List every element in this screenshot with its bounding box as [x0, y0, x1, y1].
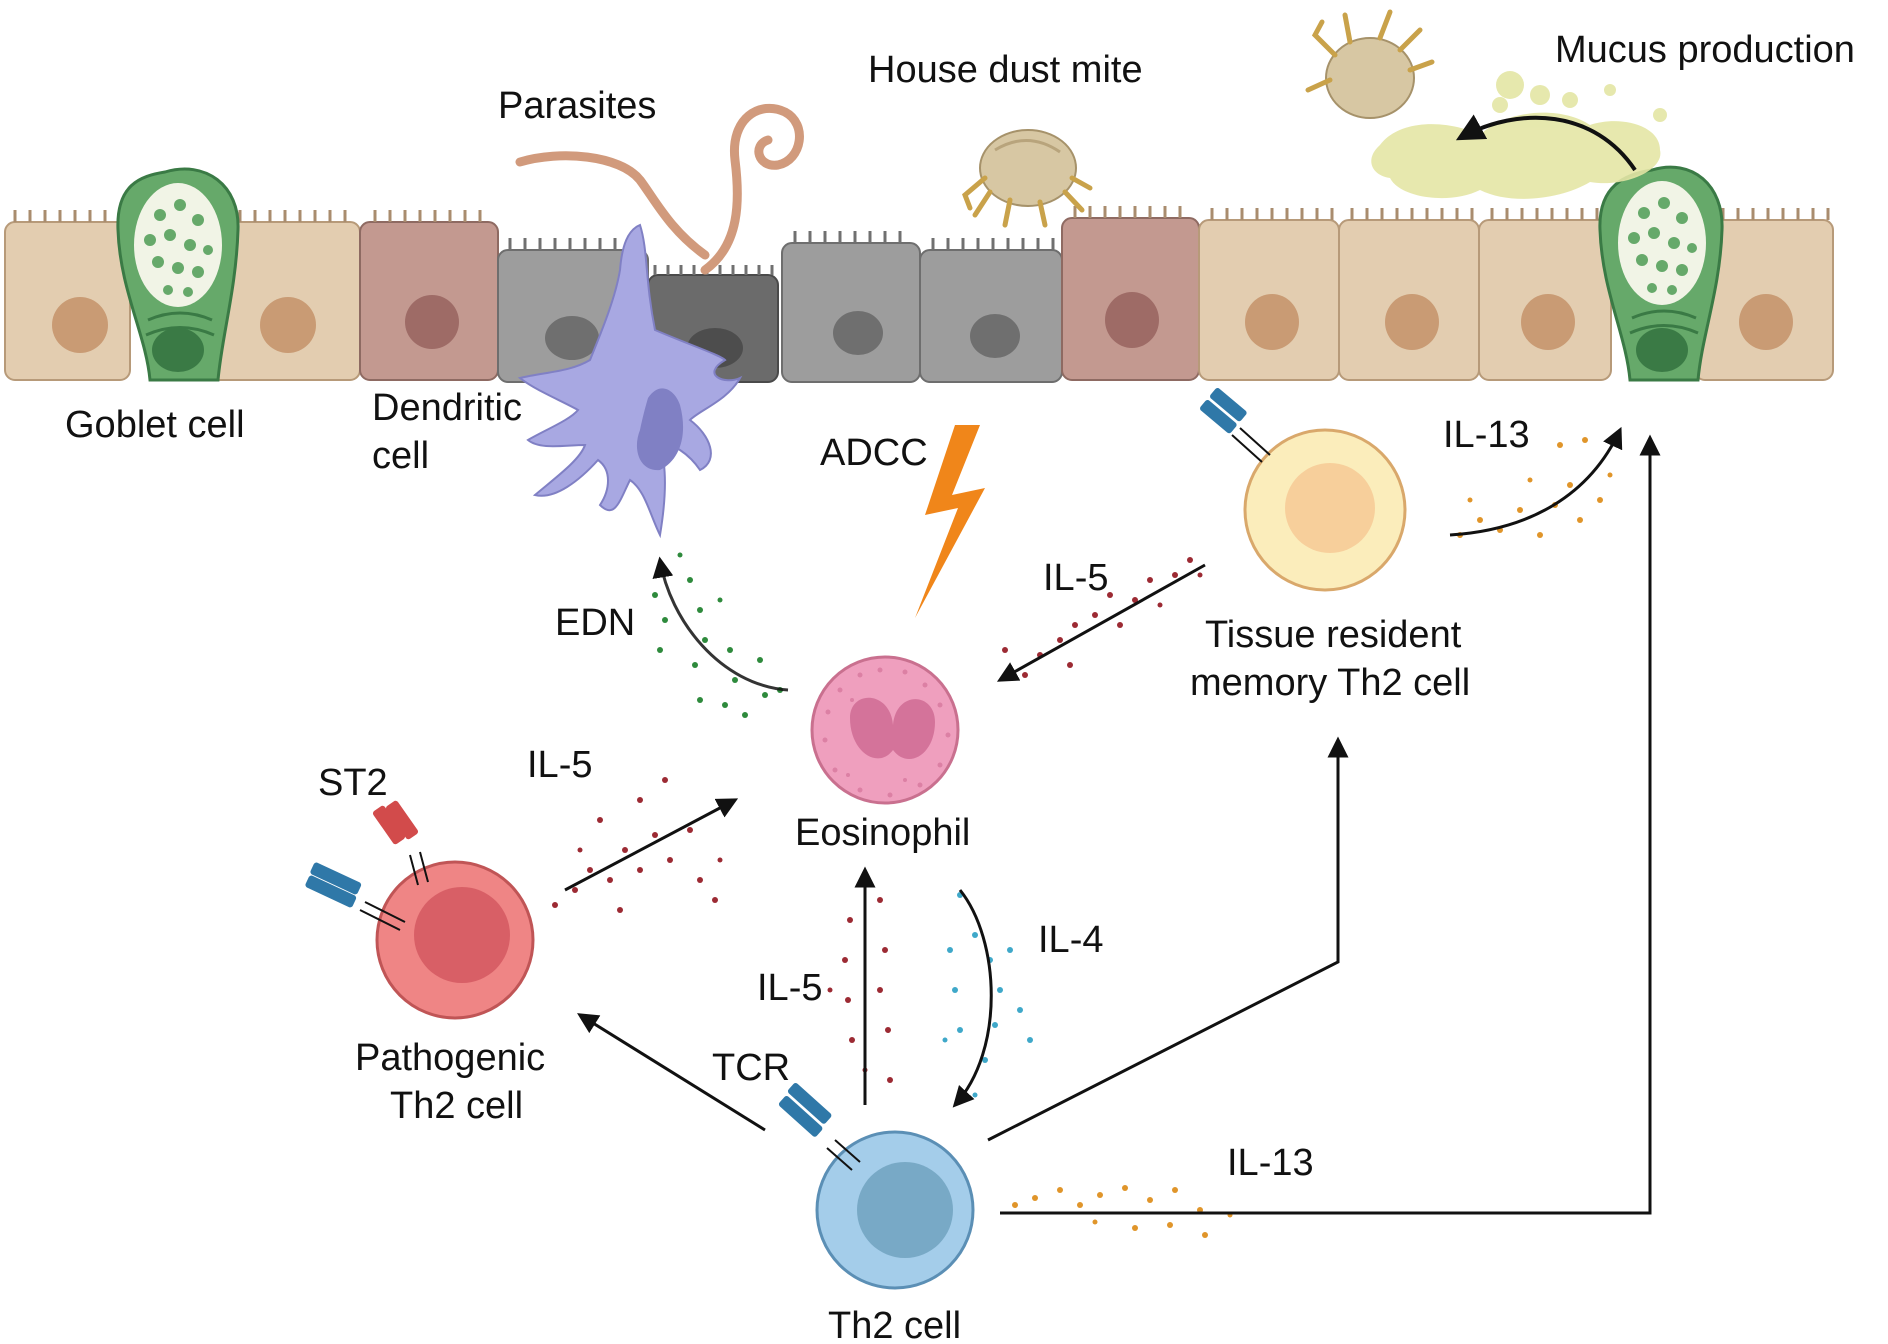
epithelial-cell-reddish — [1061, 217, 1200, 381]
th2-to-mucus-arrow — [1000, 434, 1661, 1215]
receptor-icon — [305, 862, 406, 931]
goblet-cell-icon — [1598, 165, 1724, 382]
receptor-icon — [1200, 388, 1271, 463]
label-dendritic-cell-line2: cell — [372, 435, 429, 477]
il5-trm-arrow — [996, 563, 1206, 682]
epithelial-cell-grey — [781, 242, 921, 383]
mucus-arrow — [1455, 114, 1637, 172]
label-il13-trm: IL-13 — [1443, 414, 1530, 456]
epithelium-layer — [4, 165, 1834, 383]
il4-dots — [942, 892, 1033, 1098]
epithelial-cell-reddish — [359, 221, 499, 381]
epithelial-cell — [4, 221, 131, 381]
tissue-resident-memory-th2-cell — [1243, 428, 1407, 592]
label-th2-cell: Th2 cell — [828, 1305, 961, 1344]
th2-to-trm-arrow — [987, 736, 1349, 1142]
label-pathogenic-line1: Pathogenic — [355, 1037, 545, 1079]
label-house-dust-mite: House dust mite — [868, 49, 1143, 91]
pathogenic-th2-cell — [375, 860, 535, 1020]
il5-dots — [552, 777, 723, 913]
label-trm-line1: Tissue resident — [1205, 614, 1462, 656]
il5-dots — [1002, 557, 1203, 678]
label-il4: IL-4 — [1038, 919, 1103, 961]
label-tcr: TCR — [712, 1047, 790, 1089]
label-goblet-cell: Goblet cell — [65, 404, 245, 446]
th2-to-pathogenic-arrow — [577, 1013, 766, 1132]
il4-arrow — [952, 889, 993, 1108]
house-dust-mite-icon — [962, 129, 1093, 228]
receptor-icon — [372, 800, 429, 886]
il5-pathogenic-arrow — [564, 798, 739, 892]
label-pathogenic-line2: Th2 cell — [390, 1085, 523, 1127]
lightning-bolt-icon — [915, 425, 985, 618]
label-st2: ST2 — [318, 762, 388, 804]
edn-dots — [652, 552, 783, 718]
edn-arrow — [652, 556, 789, 692]
mucus-blob-icon — [1371, 71, 1667, 199]
label-adcc: ADCC — [820, 432, 928, 474]
goblet-cell-icon — [116, 167, 240, 382]
epithelial-cell — [1478, 219, 1612, 381]
il13-dots — [1012, 1185, 1233, 1238]
label-il5-th2: IL-5 — [757, 967, 822, 1009]
epithelial-cell — [1694, 219, 1834, 381]
parasite-worm-icon — [515, 103, 804, 275]
il13-trm-arrow — [1449, 426, 1623, 537]
label-il5-pathogenic: IL-5 — [527, 744, 592, 786]
th2-cell — [815, 1130, 975, 1290]
house-dust-mite-icon — [1305, 9, 1435, 119]
epithelial-cell-grey — [919, 249, 1063, 383]
dendritic-cell-icon — [517, 223, 743, 539]
microvilli — [13, 206, 1830, 222]
epithelial-cell — [1198, 219, 1340, 381]
label-eosinophil: Eosinophil — [795, 812, 970, 854]
arrows — [564, 426, 1661, 1215]
eosinophil-icon — [810, 655, 960, 805]
label-edn: EDN — [555, 602, 635, 644]
label-parasites: Parasites — [498, 85, 656, 127]
epithelial-cell — [1338, 219, 1480, 381]
receptor-icon — [778, 1083, 861, 1171]
label-dendritic-cell-line1: Dendritic — [372, 387, 522, 429]
label-trm-line2: memory Th2 cell — [1190, 662, 1470, 704]
label-il5-trm: IL-5 — [1043, 557, 1108, 599]
label-mucus-production: Mucus production — [1555, 29, 1855, 71]
label-il13-th2: IL-13 — [1227, 1142, 1314, 1184]
il5-dots — [827, 897, 893, 1083]
